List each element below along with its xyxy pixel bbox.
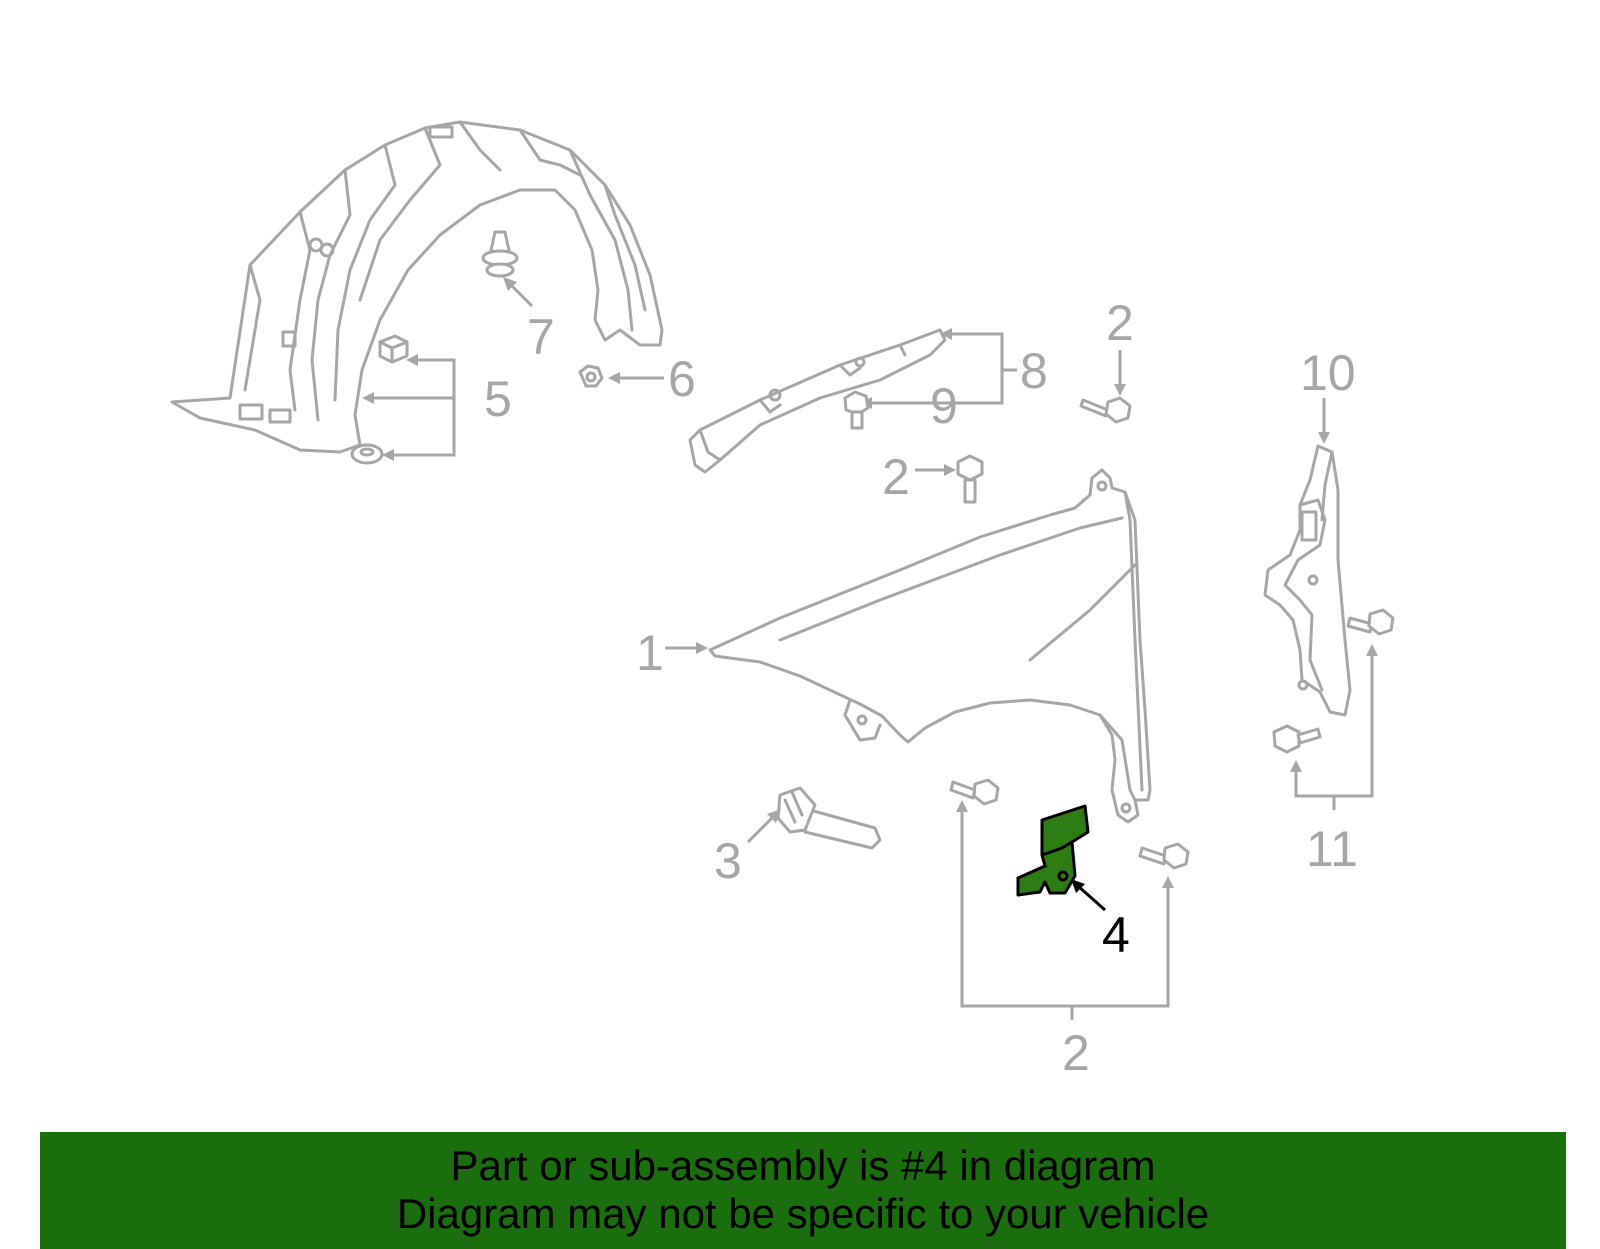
- push-clip: [481, 230, 519, 278]
- liner-washer: [350, 443, 384, 465]
- callout-4-leader: [1071, 879, 1106, 912]
- callout-6-leader: [608, 372, 664, 384]
- callout-2-bottom: 2: [1062, 1025, 1090, 1081]
- callout-8: 8: [1020, 343, 1048, 399]
- callout-9: 9: [930, 378, 958, 434]
- callout-5: 5: [484, 371, 512, 427]
- callout-2-bottom-leader: [956, 800, 1174, 1020]
- front-fender: [708, 468, 1152, 824]
- callout-2-middle: 2: [882, 449, 910, 505]
- callout-2-top: 2: [1106, 295, 1134, 351]
- callout-2-middle-leader: [915, 464, 956, 476]
- callout-10-leader: [1318, 398, 1330, 444]
- callout-4: 4: [1102, 907, 1130, 963]
- fender-bolt-lower-left: [949, 778, 1000, 806]
- bracket-bolt-lower: [1272, 724, 1322, 754]
- hex-nut: [578, 364, 604, 388]
- bracket-bolt-upper: [1346, 608, 1395, 636]
- banner-line-1: Part or sub-assembly is #4 in diagram: [450, 1142, 1156, 1189]
- fender-bolt-lower-right: [1138, 842, 1190, 870]
- callout-7-leader: [503, 277, 534, 308]
- info-banner: Part or sub-assembly is #4 in diagram Di…: [40, 1132, 1566, 1249]
- callout-2-top-leader: [1114, 350, 1126, 396]
- callout-1: 1: [636, 625, 664, 681]
- callout-11-leader: [1290, 644, 1378, 810]
- side-bracket: [1263, 444, 1352, 717]
- callout-7: 7: [527, 309, 555, 365]
- callout-3: 3: [714, 833, 742, 889]
- callout-10: 10: [1300, 345, 1356, 401]
- highlighted-bracket: [1016, 804, 1090, 897]
- fender-bolt-top: [1079, 396, 1132, 424]
- callout-11: 11: [1306, 821, 1358, 877]
- fender-bolt-middle: [956, 454, 984, 504]
- banner-line-2: Diagram may not be specific to your vehi…: [396, 1190, 1210, 1237]
- flange-bolt-9: [843, 390, 870, 430]
- inner-fender-liner: [170, 120, 664, 454]
- callout-3-leader: [746, 809, 781, 844]
- callout-5-leader: [362, 354, 456, 461]
- fender-fastener: [776, 786, 882, 850]
- callout-6: 6: [668, 351, 696, 407]
- callout-1-leader: [665, 642, 708, 654]
- liner-clip: [378, 334, 409, 364]
- upper-bracket: [688, 328, 947, 474]
